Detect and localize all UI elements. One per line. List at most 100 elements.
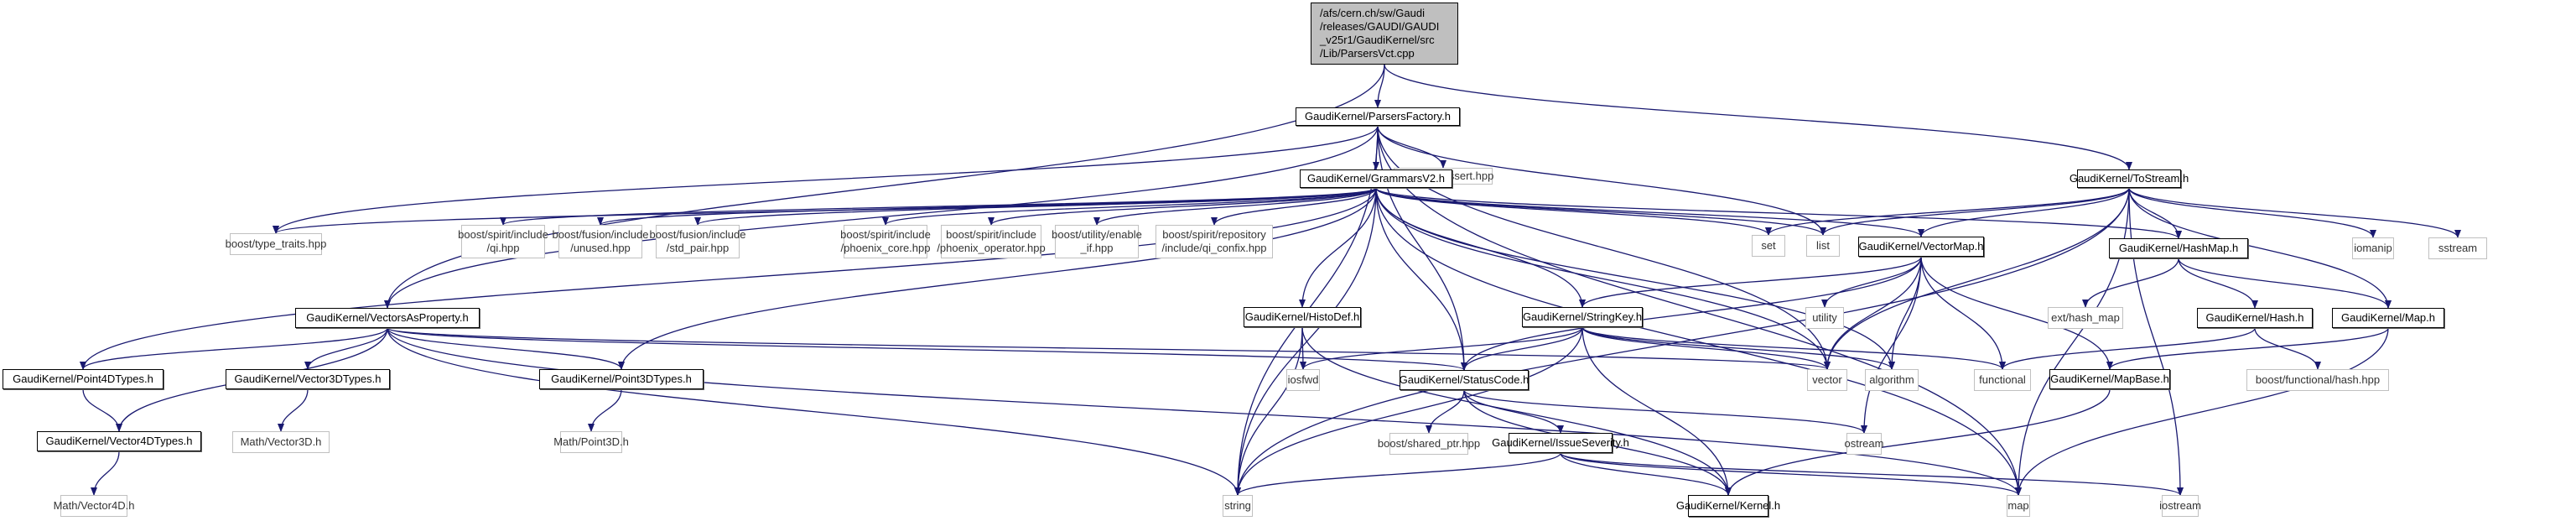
edge-vectormap-to-stringkey [1579, 256, 1922, 308]
node-mathpoint3d: Math/Point3D.h [553, 431, 629, 453]
node-sharedptr: boost/shared_ptr.hpp [1378, 433, 1480, 455]
edge-map_h-to-map [2015, 327, 2389, 496]
edge-vectormap-to-mapbase [1920, 256, 2113, 370]
node-utility: utility [1805, 307, 1844, 329]
edge-issueseverity-to-iostream [1560, 452, 2184, 496]
node-boosthash: boost/functional/hash.hpp [2246, 369, 2389, 391]
node-histodef[interactable]: GaudiKernel/HistoDef.h [1244, 307, 1361, 327]
node-enableif: boost/utility/enable _if.hpp [1052, 225, 1142, 258]
edge-tostream-to-list [1820, 187, 2130, 236]
node-qi: boost/spirit/include /qi.hpp [458, 225, 548, 258]
node-stringkey[interactable]: GaudiKernel/StringKey.h [1522, 307, 1643, 327]
edge-grammarsv2-to-vectormap [1375, 187, 1924, 237]
edge-vectormap-to-ostream [1861, 256, 1922, 434]
edge-tostream-to-set [1765, 187, 2130, 236]
node-string: string [1223, 495, 1253, 517]
edge-histodef-to-kernel [1301, 326, 1732, 496]
edge-grammarsv2-to-phoenixop [988, 187, 1377, 226]
edge-tostream-to-sstream [2128, 187, 2461, 238]
edge-grammarsv2-to-vector [1375, 187, 1831, 370]
edge-hashmap-to-exthashmap [2082, 258, 2179, 308]
edge-map_h-to-mapbase [2106, 327, 2389, 370]
node-point4d[interactable]: GaudiKernel/Point4DTypes.h [3, 369, 164, 389]
edge-stringkey-to-iosfwd [1300, 326, 1583, 370]
edge-vectorsasproperty-to-point4d [80, 327, 388, 370]
edge-vectormap-to-algorithm [1888, 256, 1922, 370]
edge-point3d-to-mathpoint3d [588, 388, 622, 432]
edge-point4d-to-vector4d [82, 388, 122, 432]
edge-vectorsasproperty-to-vector3d [304, 327, 388, 370]
edge-grammarsv2-to-stdpair [694, 187, 1377, 226]
edge-vectormap-to-utility [1821, 256, 1922, 308]
edge-parsersfactory-to-mplassert [1377, 125, 1446, 169]
edge-tostream-to-map [2015, 187, 2130, 496]
node-iostream: iostream [2159, 495, 2201, 517]
node-unused: boost/fusion/include /unused.hpp [553, 225, 648, 258]
edge-vectorsasproperty-to-vector [387, 327, 1831, 370]
edge-hash-to-boosthash [2254, 327, 2321, 370]
edge-grammarsv2-to-enableif [1093, 187, 1377, 226]
edge-vector4d-to-mathvector4d [91, 451, 120, 496]
edge-grammarsv2-to-point3d [618, 187, 1377, 370]
edge-vector3d-to-mathvector3d [278, 388, 309, 432]
edge-tostream-to-map_h [2128, 187, 2392, 309]
node-ostream: ostream [1845, 433, 1883, 455]
edge-stringkey-to-string [1234, 326, 1583, 496]
edge-vectorsasproperty-to-point3d [387, 327, 625, 370]
node-iomanip: iomanip [2352, 237, 2394, 259]
node-kernel[interactable]: GaudiKernel/Kernel.h [1676, 495, 1780, 517]
edge-vectorsasproperty-to-string [387, 327, 1241, 496]
node-hash[interactable]: GaudiKernel/Hash.h [2197, 308, 2313, 328]
edge-root-to-tostream [1384, 64, 2132, 170]
edge-stringkey-to-vector [1581, 326, 1831, 370]
edge-grammarsv2-to-unused [597, 187, 1377, 226]
edge-grammarsv2-to-set [1375, 187, 1772, 236]
node-typetraits: boost/type_traits.hpp [226, 233, 326, 255]
node-tostream[interactable]: GaudiKernel/ToStream.h [2070, 169, 2189, 188]
edge-grammarsv2-to-algorithm [1375, 187, 1895, 370]
node-set: set [1752, 235, 1785, 257]
edge-mapbase-to-kernel [1725, 388, 2111, 496]
node-functional: functional [1974, 369, 2031, 391]
node-vector4d[interactable]: GaudiKernel/Vector4DTypes.h [37, 431, 201, 451]
edge-vectormap-to-statuscode [1461, 256, 1922, 371]
edge-issueseverity-to-map [1560, 452, 2022, 496]
node-vectorsasproperty[interactable]: GaudiKernel/VectorsAsProperty.h [295, 308, 480, 328]
edge-issueseverity-to-string [1234, 452, 1561, 496]
node-mathvector3d: Math/Vector3D.h [232, 431, 330, 453]
edge-parsersfactory-to-statuscode [1377, 125, 1467, 371]
edge-parsersfactory-to-typetraits [273, 125, 1379, 234]
edge-vectorsasproperty-to-statuscode [387, 327, 1467, 371]
edge-hash-to-functional [1999, 327, 2256, 370]
edge-issueseverity-to-kernel [1560, 452, 1732, 496]
edge-grammarsv2-to-map [1375, 187, 2022, 496]
node-vectormap[interactable]: GaudiKernel/VectorMap.h [1858, 237, 1984, 257]
edge-grammarsv2-to-point4d [80, 187, 1377, 370]
edge-hashmap-to-hash [2178, 258, 2258, 309]
node-hashmap[interactable]: GaudiKernel/HashMap.h [2109, 238, 2248, 258]
edge-histodef-to-string [1234, 326, 1303, 496]
node-list: list [1806, 235, 1840, 257]
node-root[interactable]: /afs/cern.ch/sw/Gaudi /releases/GAUDI/GA… [1311, 3, 1458, 65]
edge-hashmap-to-map_h [2178, 258, 2392, 309]
edge-parsersfactory-to-list [1377, 125, 1826, 236]
node-grammarsv2[interactable]: GaudiKernel/GrammarsV2.h [1300, 169, 1452, 188]
node-exthashmap: ext/hash_map [2048, 307, 2123, 329]
edge-grammarsv2-to-statuscode [1375, 187, 1467, 371]
node-sstream: sstream [2428, 237, 2487, 259]
node-parsersfactory[interactable]: GaudiKernel/ParsersFactory.h [1296, 107, 1460, 126]
node-stdpair: boost/fusion/include /std_pair.hpp [650, 225, 745, 258]
node-vector3d[interactable]: GaudiKernel/Vector3DTypes.h [226, 369, 390, 389]
edge-tostream-to-iomanip [2128, 187, 2376, 238]
edge-statuscode-to-issueseverity [1463, 389, 1564, 434]
node-mapbase[interactable]: GaudiKernel/MapBase.h [2049, 369, 2170, 389]
node-issueseverity[interactable]: GaudiKernel/IssueSeverity.h [1492, 433, 1629, 453]
node-map-h[interactable]: GaudiKernel/Map.h [2332, 308, 2444, 328]
node-phoenixcore: boost/spirit/include /phoenix_core.hpp [840, 225, 931, 258]
edge-grammarsv2-to-phoenixcore [882, 187, 1377, 226]
edge-tostream-to-vector [1824, 187, 2130, 370]
node-point3d[interactable]: GaudiKernel/Point3DTypes.h [539, 369, 704, 389]
node-statuscode[interactable]: GaudiKernel/StatusCode.h [1400, 370, 1529, 390]
edge-tostream-to-hashmap [2128, 187, 2182, 239]
